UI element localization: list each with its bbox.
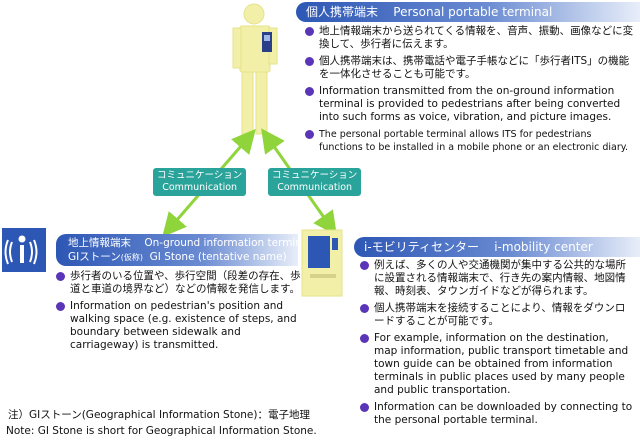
personal-bullet-list: 地上情報端末から送られてくる情報を、音声、振動、画像などに変換して、歩行者に伝え… (305, 25, 635, 158)
imobility-header: i-モビリティセンター i-mobility center (354, 237, 640, 257)
bullet-text: 地上情報端末から送られてくる情報を、音声、振動、画像などに変換して、歩行者に伝え… (319, 25, 634, 50)
personal-terminal-header: 個人携帯端末 Personal portable terminal (296, 2, 640, 22)
list-item: 歩行者のいる位置や、歩行空間（段差の存在、歩道と車道の境界など）などの情報を発信… (56, 270, 302, 296)
bullet-text: 個人携帯端末を接続することにより、情報をダウンロードすることが可能です。 (374, 302, 626, 327)
ground-title-ja: 地上情報端末 (68, 237, 131, 249)
communication-right-ja: コミュニケーション (272, 170, 358, 181)
communication-right-en: Communication (277, 182, 353, 193)
bullet-icon (56, 302, 65, 311)
mobile-phone-icon (262, 32, 272, 52)
bullet-icon (305, 27, 314, 36)
bullet-text: 例えば、多くの人や交通機関が集中する公共的な場所に設置される情報端末で、行き先の… (374, 259, 626, 297)
list-item: 例えば、多くの人や交通機関が集中する公共的な場所に設置される情報端末で、行き先の… (360, 259, 634, 298)
bullet-icon (360, 334, 369, 343)
bullet-text: The personal portable terminal allows IT… (319, 129, 629, 153)
ground-title-en: On-ground information terminal (144, 237, 312, 249)
imobility-title-ja: i-モビリティセンター (364, 240, 479, 254)
bullet-icon (56, 272, 65, 281)
imobility-terminal-figure (301, 229, 343, 297)
ground-bullet-list: 歩行者のいる位置や、歩行空間（段差の存在、歩道と車道の境界など）などの情報を発信… (56, 270, 302, 356)
bullet-text: For example, information on the destinat… (374, 332, 629, 396)
communication-left-en: Communication (162, 182, 238, 193)
imobility-title-en: i-mobility center (494, 240, 593, 254)
list-item: For example, information on the destinat… (360, 332, 634, 397)
list-item: Information on pedestrian's position and… (56, 300, 302, 352)
list-item: 地上情報端末から送られてくる情報を、音声、振動、画像などに変換して、歩行者に伝え… (305, 25, 635, 51)
bullet-icon (360, 261, 369, 270)
list-item: The personal portable terminal allows IT… (305, 128, 635, 154)
bullet-icon (305, 57, 314, 66)
signal-icon (4, 235, 38, 265)
note-en: Note: GI Stone is short for Geographical… (6, 425, 317, 437)
bullet-icon (360, 304, 369, 313)
communication-left-ja: コミュニケーション (157, 170, 243, 181)
bullet-icon (305, 87, 314, 96)
personal-title-en: Personal portable terminal (393, 5, 553, 19)
gi-stone-icon (2, 228, 46, 272)
info-terminal-icon (301, 229, 343, 297)
note-ja: 注）GIストーン(Geographical Information Stone)… (8, 409, 310, 421)
list-item: Information can be downloaded by connect… (360, 401, 634, 427)
bullet-text: Information transmitted from the on-grou… (319, 85, 621, 123)
ground-terminal-header: 地上情報端末 On-ground information terminal GI… (56, 234, 311, 266)
ground-header-line2: GIストーン(仮称) GI Stone (tentative name) (68, 250, 298, 265)
list-item: Information transmitted from the on-grou… (305, 85, 635, 124)
personal-title-ja: 個人携帯端末 (306, 5, 379, 19)
bullet-icon (305, 130, 314, 139)
communication-label-left: コミュニケーション Communication (153, 168, 247, 196)
list-item: 個人携帯端末を接続することにより、情報をダウンロードすることが可能です。 (360, 302, 634, 328)
list-item: 個人携帯端末は、携帯電話や電子手帳などに「歩行者ITS」の機能を一体化させること… (305, 55, 635, 81)
bullet-text: 歩行者のいる位置や、歩行空間（段差の存在、歩道と車道の境界など）などの情報を発信… (70, 270, 301, 295)
communication-label-right: コミュニケーション Communication (268, 168, 362, 196)
bullet-text: 個人携帯端末は、携帯電話や電子手帳などに「歩行者ITS」の機能を一体化させること… (319, 55, 630, 80)
ground-subtitle-tag: (仮称) (120, 253, 143, 262)
bullet-text: Information on pedestrian's position and… (70, 300, 297, 351)
ground-subtitle-en: GI Stone (tentative name) (149, 251, 287, 263)
bullet-icon (360, 403, 369, 412)
imobility-bullet-list: 例えば、多くの人や交通機関が集中する公共的な場所に設置される情報端末で、行き先の… (360, 259, 634, 431)
ground-subtitle-ja: GIストーン (68, 251, 121, 263)
ground-header-line1: 地上情報端末 On-ground information terminal (68, 236, 311, 250)
bullet-text: Information can be downloaded by connect… (374, 401, 633, 426)
